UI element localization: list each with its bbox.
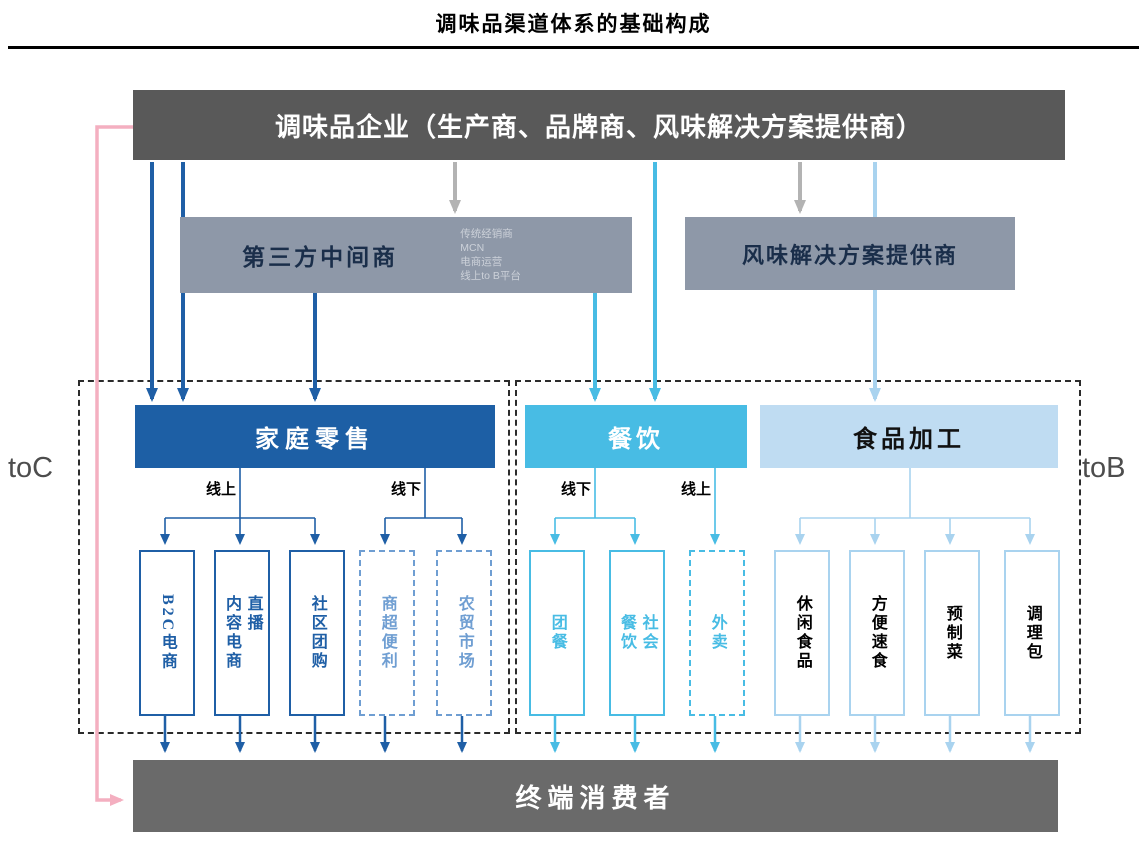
food-processing-connectors (795, 468, 1035, 545)
enterprise-box: 调味品企业（生产商、品牌商、风味解决方案提供商） (133, 90, 1065, 160)
social-catering-label: 社会 餐饮 (618, 614, 657, 652)
social-catering-box: 社会 餐饮 (609, 550, 665, 716)
catering-offline-label: 线下 (560, 482, 591, 498)
middlemen-subitem: MCN (460, 241, 485, 254)
seasoning-pack-box: 调理包 (1004, 550, 1060, 716)
community-group-buying-box: 社区团购 (289, 550, 345, 716)
snack-food-box: 休闲食品 (774, 550, 830, 716)
home-retail-header: 家庭零售 (135, 405, 495, 468)
catering-online-label: 线上 (680, 482, 711, 498)
catering-header: 餐饮 (525, 405, 747, 468)
home-retail-online-label: 线上 (205, 482, 236, 498)
prepared-dishes-box: 预制菜 (924, 550, 980, 716)
instant-food-box: 方便速食 (849, 550, 905, 716)
farmers-market-box: 农贸市场 (436, 550, 492, 716)
supermarket-convenience-box: 商超便利 (359, 550, 415, 716)
arrow-enterprise-to-consumer-pink (95, 125, 135, 806)
region-tob (515, 380, 1081, 734)
home-retail-connectors (160, 468, 467, 545)
title-divider (8, 46, 1139, 49)
consumer-arrows (160, 712, 1035, 753)
food-delivery-label: 外卖 (708, 614, 726, 652)
middlemen-subitem: 传统经销商 (460, 227, 513, 240)
consumer-box: 终端消费者 (133, 760, 1058, 832)
page-title: 调味品渠道体系的基础构成 (435, 12, 712, 36)
farmers-market-label: 农贸市场 (455, 595, 473, 671)
home-retail-label: 家庭零售 (255, 427, 375, 453)
catering-label: 餐饮 (608, 427, 664, 453)
region-toc (78, 380, 510, 734)
community-group-buying-label: 社区团购 (308, 595, 326, 671)
prepared-dishes-label: 预制菜 (943, 604, 961, 662)
instant-food-label: 方便速食 (868, 595, 886, 671)
snack-food-label: 休闲食品 (793, 595, 811, 671)
flavor-provider-box: 风味解决方案提供商 (685, 217, 1015, 290)
livestream-content-ecommerce-label: 直播 内容电商 (223, 595, 262, 671)
home-retail-offline-label: 线下 (390, 482, 421, 498)
supermarket-convenience-label: 商超便利 (378, 595, 396, 671)
food-processing-header: 食品加工 (760, 405, 1058, 468)
toc-label: toC (8, 452, 54, 484)
middlemen-box: 第三方中间商 传统经销商 MCN 电商运营 线上to B平台 (180, 217, 632, 293)
middlemen-subitem: 线上to B平台 (460, 270, 521, 283)
livestream-content-ecommerce-box: 直播 内容电商 (214, 550, 270, 716)
enterprise-label: 调味品企业（生产商、品牌商、风味解决方案提供商） (274, 112, 923, 142)
b2c-ecommerce-box: B2C电商 (139, 550, 195, 716)
food-processing-label: 食品加工 (853, 427, 965, 453)
seasoning-pack-label: 调理包 (1023, 604, 1041, 662)
consumer-label: 终端消费者 (515, 783, 676, 813)
b2c-ecommerce-label: B2C电商 (158, 594, 176, 672)
middlemen-subitem: 电商运营 (460, 256, 503, 268)
catering-connectors (550, 468, 720, 545)
middlemen-sublist: 传统经销商 MCN 电商运营 线上to B平台 (460, 227, 632, 284)
middlemen-label: 第三方中间商 (242, 245, 399, 270)
tob-label: toB (1082, 452, 1126, 484)
group-catering-label: 团餐 (548, 614, 566, 652)
food-delivery-box: 外卖 (689, 550, 745, 716)
group-catering-box: 团餐 (529, 550, 585, 716)
flavor-provider-label: 风味解决方案提供商 (741, 242, 958, 268)
